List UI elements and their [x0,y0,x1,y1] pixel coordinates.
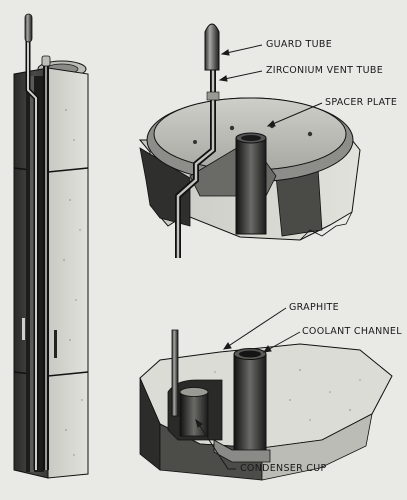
leader-coolant-channel-arrow [262,345,272,353]
label-guard-tube: GUARD TUBE [266,39,333,50]
leader-condenser-cup [195,419,236,470]
left-column-assembly [13,13,89,479]
leader-guard-tube-arrow [220,49,230,56]
label-spacer-plate: SPACER PLATE [325,97,398,108]
label-coolant-channel: COOLANT CHANNEL [302,326,402,337]
graphite-block [139,329,393,481]
label-zirconium-vent-tube: ZIRCONIUM VENT TUBE [266,65,384,76]
leader-lines [195,44,323,470]
label-condenser-cup: CONDENSER CUP [240,463,327,474]
leader-graphite [223,307,287,350]
leader-graphite-arrow [222,342,232,350]
leader-condenser-cup-arrow [195,418,203,428]
label-graphite: GRAPHITE [289,302,339,313]
spacer-assembly [138,23,361,258]
leader-spacer-plate-arrow [266,120,276,127]
leader-spacer-plate [267,102,323,127]
leader-vent-tube-arrow [218,75,228,82]
